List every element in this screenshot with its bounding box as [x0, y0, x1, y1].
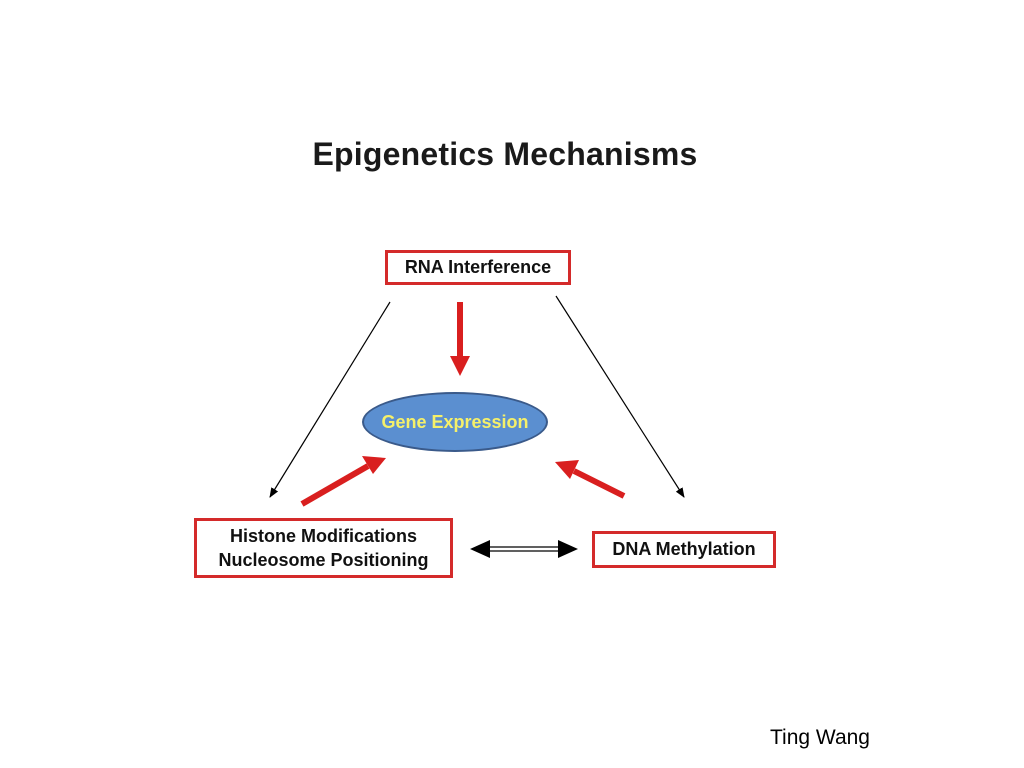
nucleosome-positioning-label: Nucleosome Positioning: [218, 550, 429, 570]
rna-interference-box: RNA Interference: [385, 250, 571, 285]
rna-interference-label: RNA Interference: [404, 257, 552, 277]
arrow-rna-to-dna: [555, 295, 685, 498]
gene-expression-label: Gene Expression: [381, 411, 529, 432]
red-arrow-dna-to-gene: [555, 460, 626, 499]
red-arrow-histone-to-gene: [300, 456, 386, 507]
dna-methylation-label: DNA Methylation: [612, 539, 756, 559]
arrow-rna-to-histone: [269, 301, 391, 498]
slide-title: Epigenetics Mechanisms: [312, 136, 698, 172]
gene-expression-ellipse: Gene Expression: [362, 392, 548, 452]
red-arrow-rna-to-gene: [450, 302, 470, 376]
histone-modifications-box: Histone Modifications Nucleosome Positio…: [194, 518, 453, 578]
double-arrow-histone-dna: [470, 540, 578, 558]
histone-modifications-label: Histone Modifications: [229, 526, 417, 546]
author-credit: Ting Wang: [770, 726, 870, 749]
dna-methylation-box: DNA Methylation: [592, 531, 776, 568]
